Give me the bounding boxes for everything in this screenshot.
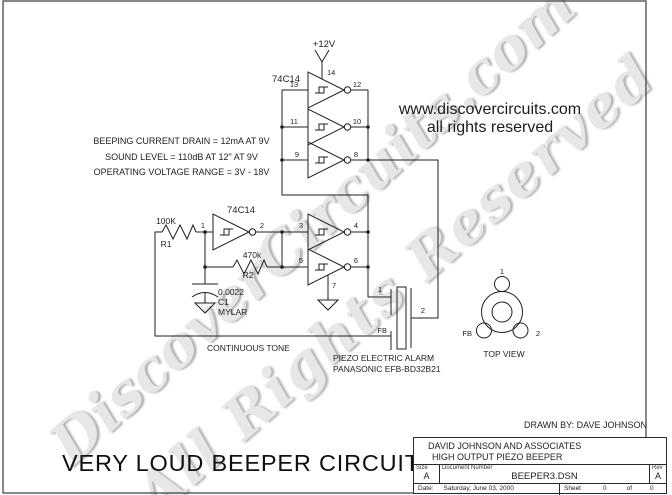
spec-line-1: BEEPING CURRENT DRAIN = 12mA AT 9V bbox=[93, 136, 270, 146]
piezo-symbol: 1 2 FB bbox=[377, 285, 425, 350]
spec-line-2: SOUND LEVEL = 110dB AT 12" AT 9V bbox=[105, 151, 258, 162]
top-view-pin2-label: 2 bbox=[536, 329, 540, 338]
sheet-value: 0 bbox=[603, 485, 607, 492]
power-symbol: +12V 14 bbox=[313, 39, 336, 79]
sheet-border bbox=[2, 0, 647, 494]
sheet-label: Sheet bbox=[564, 485, 581, 492]
rev-label: Rev bbox=[652, 465, 663, 471]
date-label: Date: bbox=[418, 485, 434, 492]
pin-labels: 13 12 11 10 9 8 1 2 3 4 5 6 7 bbox=[201, 80, 361, 290]
pin-label-9: 9 bbox=[295, 150, 299, 159]
piezo-fb-label: FB bbox=[377, 326, 387, 335]
drawn-by-label: DRAWN BY: DAVE JOHNSON bbox=[523, 420, 647, 430]
date-cell: Date: Saturday, June 03, 2000 bbox=[414, 484, 560, 495]
title-block: DAVID JOHNSON AND ASSOCIATES HIGH OUTPUT… bbox=[413, 437, 667, 495]
pin-label-7: 7 bbox=[332, 281, 336, 290]
pin-label-2: 2 bbox=[260, 221, 264, 230]
piezo-pin1-label: 1 bbox=[378, 285, 382, 294]
resistor-r2: 470k R2 bbox=[232, 250, 268, 280]
size-label: Size bbox=[416, 465, 428, 471]
resistor-r1: 100K R1 bbox=[156, 216, 197, 249]
spec-line-3: OPERATING VOLTAGE RANGE = 3V - 18V bbox=[93, 167, 270, 177]
top-view-fb-label: FB bbox=[462, 329, 472, 338]
inverter-gate-13-12 bbox=[307, 71, 352, 109]
c1-dielectric: MYLAR bbox=[218, 307, 247, 317]
c1-value: 0.0022 bbox=[218, 287, 244, 297]
inverter-gate-9-8 bbox=[307, 141, 352, 179]
inverter-gate-1-2 bbox=[212, 213, 257, 251]
inverter-gate-5-6 bbox=[307, 248, 352, 286]
document-number-cell: Document Number BEEPER3.DSN bbox=[440, 465, 649, 483]
ic-label-osc: 74C14 bbox=[227, 205, 255, 216]
wires bbox=[154, 89, 439, 337]
copyright-notice: www.discovercircuits.com all rights rese… bbox=[380, 101, 600, 137]
company-name: DAVID JOHNSON AND ASSOCIATES bbox=[428, 441, 582, 451]
ground-symbol-c1 bbox=[193, 302, 217, 314]
capacitor-c1: 0.0022 C1 MYLAR bbox=[191, 283, 247, 317]
inverter-gate-3-4 bbox=[307, 213, 352, 251]
r1-value: 100K bbox=[156, 216, 176, 226]
notice-url: www.discovercircuits.com bbox=[398, 101, 582, 118]
top-view-pin1-label: 1 bbox=[500, 267, 504, 276]
power-label: +12V bbox=[313, 39, 336, 50]
document-title: HIGH OUTPUT PIEZO BEEPER bbox=[432, 452, 563, 462]
rev-value: A bbox=[654, 471, 661, 481]
piezo-pin2-label: 2 bbox=[421, 306, 425, 315]
rev-cell: Rev A bbox=[649, 465, 666, 483]
top-view-caption: TOP VIEW bbox=[483, 349, 524, 359]
of-label: of bbox=[626, 485, 633, 492]
pin-label-13: 13 bbox=[290, 80, 298, 89]
notice-rights: all rights reserved bbox=[426, 119, 554, 136]
r2-ref: R2 bbox=[243, 270, 254, 280]
c1-ref: C1 bbox=[218, 297, 229, 307]
piezo-caption-1: PIEZO ELECTRIC ALARM bbox=[333, 353, 434, 363]
pin-label-10: 10 bbox=[353, 117, 361, 126]
date-value: Saturday, June 03, 2000 bbox=[443, 485, 514, 492]
pin-label-12: 12 bbox=[353, 80, 361, 89]
pin-label-11: 11 bbox=[290, 117, 298, 126]
spec-notes: BEEPING CURRENT DRAIN = 12mA AT 9V SOUND… bbox=[84, 134, 279, 181]
pin-label-3: 3 bbox=[299, 221, 303, 230]
tone-label: CONTINUOUS TONE bbox=[207, 343, 290, 353]
pin-label-1: 1 bbox=[201, 221, 205, 230]
size-cell: Size A bbox=[414, 465, 440, 483]
pin-label-6: 6 bbox=[354, 256, 358, 265]
piezo-caption-2: PANASONIC EFB-BD32B21 bbox=[333, 364, 441, 374]
r1-ref: R1 bbox=[161, 239, 172, 249]
pin-label-4: 4 bbox=[354, 221, 358, 230]
document-number-label: Document Number bbox=[442, 465, 493, 471]
ground-symbol-pin7 bbox=[316, 275, 340, 311]
page-title: VERY LOUD BEEPER CIRCUIT bbox=[62, 450, 420, 476]
title-block-header: DAVID JOHNSON AND ASSOCIATES HIGH OUTPUT… bbox=[414, 438, 666, 465]
pin-label-5: 5 bbox=[299, 256, 303, 265]
pin-label-14: 14 bbox=[327, 68, 335, 77]
sheet-cell: Sheet 0 of 0 bbox=[560, 484, 666, 495]
junction-dots bbox=[203, 125, 370, 269]
r2-value: 470k bbox=[243, 250, 262, 260]
document-number-value: BEEPER3.DSN bbox=[511, 471, 578, 482]
ic-label-top: 74C14 bbox=[272, 74, 300, 85]
inverter-gate-11-10 bbox=[307, 108, 352, 146]
of-value: 0 bbox=[650, 485, 654, 492]
pin-label-8: 8 bbox=[354, 150, 358, 159]
top-view-diagram: 1 FB 2 TOP VIEW bbox=[462, 267, 540, 359]
size-value: A bbox=[423, 471, 430, 481]
